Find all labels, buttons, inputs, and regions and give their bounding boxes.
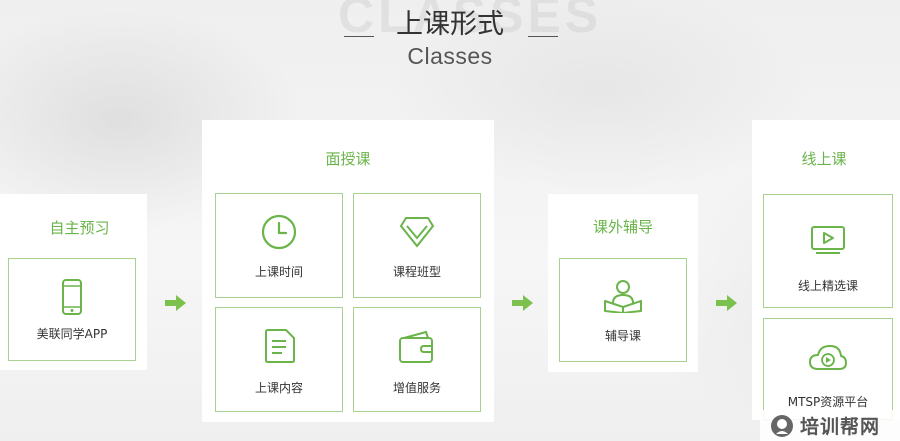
header-watermark: CLASSES [338,0,603,43]
arrow-right-icon [716,295,738,315]
card-value-added-services-label: 增值服务 [392,381,441,395]
panel-self-study-title: 自主预习 [49,219,110,237]
card-class-time-label: 上课时间 [254,265,303,279]
page-title: 上课形式 [396,9,504,40]
panel-online: 线上课 线上精选课 MTSP资源平台 [752,120,900,420]
document-icon [262,328,296,368]
card-class-content[interactable]: 上课内容 [215,307,343,412]
card-online-featured[interactable]: 线上精选课 [763,194,893,308]
card-meilian-app[interactable]: 美联同学APP [8,258,136,361]
title-divider-right [528,36,558,37]
brand-logo-icon [771,414,793,437]
card-tutoring[interactable]: 辅导课 [559,258,687,362]
panel-extracurricular-title: 课外辅导 [592,218,653,236]
arrow-right-icon [165,295,187,315]
tutor-reading-icon [603,279,643,317]
card-mtsp-platform[interactable]: MTSP资源平台 [763,318,893,420]
card-value-added-services[interactable]: 增值服务 [353,307,481,412]
wallet-icon [398,328,436,368]
watermark-logo: 培训帮网 [760,410,900,441]
diamond-icon [399,216,435,252]
card-class-time[interactable]: 上课时间 [215,193,343,298]
panel-face-to-face: 面授课 上课时间 课程班型 上课内容 [202,120,494,422]
arrow-right-icon [512,295,534,315]
card-class-type-label: 课程班型 [392,265,441,279]
card-class-content-label: 上课内容 [254,381,303,395]
card-tutoring-label: 辅导课 [604,329,641,343]
card-meilian-app-label: 美联同学APP [36,327,108,341]
watermark-logo-text: 培训帮网 [800,416,881,438]
panel-face-to-face-title: 面授课 [325,150,371,168]
page-subtitle: Classes [407,43,493,69]
card-online-featured-label: 线上精选课 [797,279,858,293]
card-mtsp-platform-label: MTSP资源平台 [787,395,869,409]
panel-extracurricular: 课外辅导 辅导课 [548,194,698,372]
clock-icon [261,214,297,254]
video-player-icon [810,225,846,259]
cloud-play-icon [808,343,848,377]
panel-self-study: 自主预习 美联同学APP [0,194,147,370]
title-divider-left [344,36,374,37]
smartphone-icon [61,279,83,319]
panel-online-title: 线上课 [801,150,847,168]
card-class-type[interactable]: 课程班型 [353,193,481,298]
